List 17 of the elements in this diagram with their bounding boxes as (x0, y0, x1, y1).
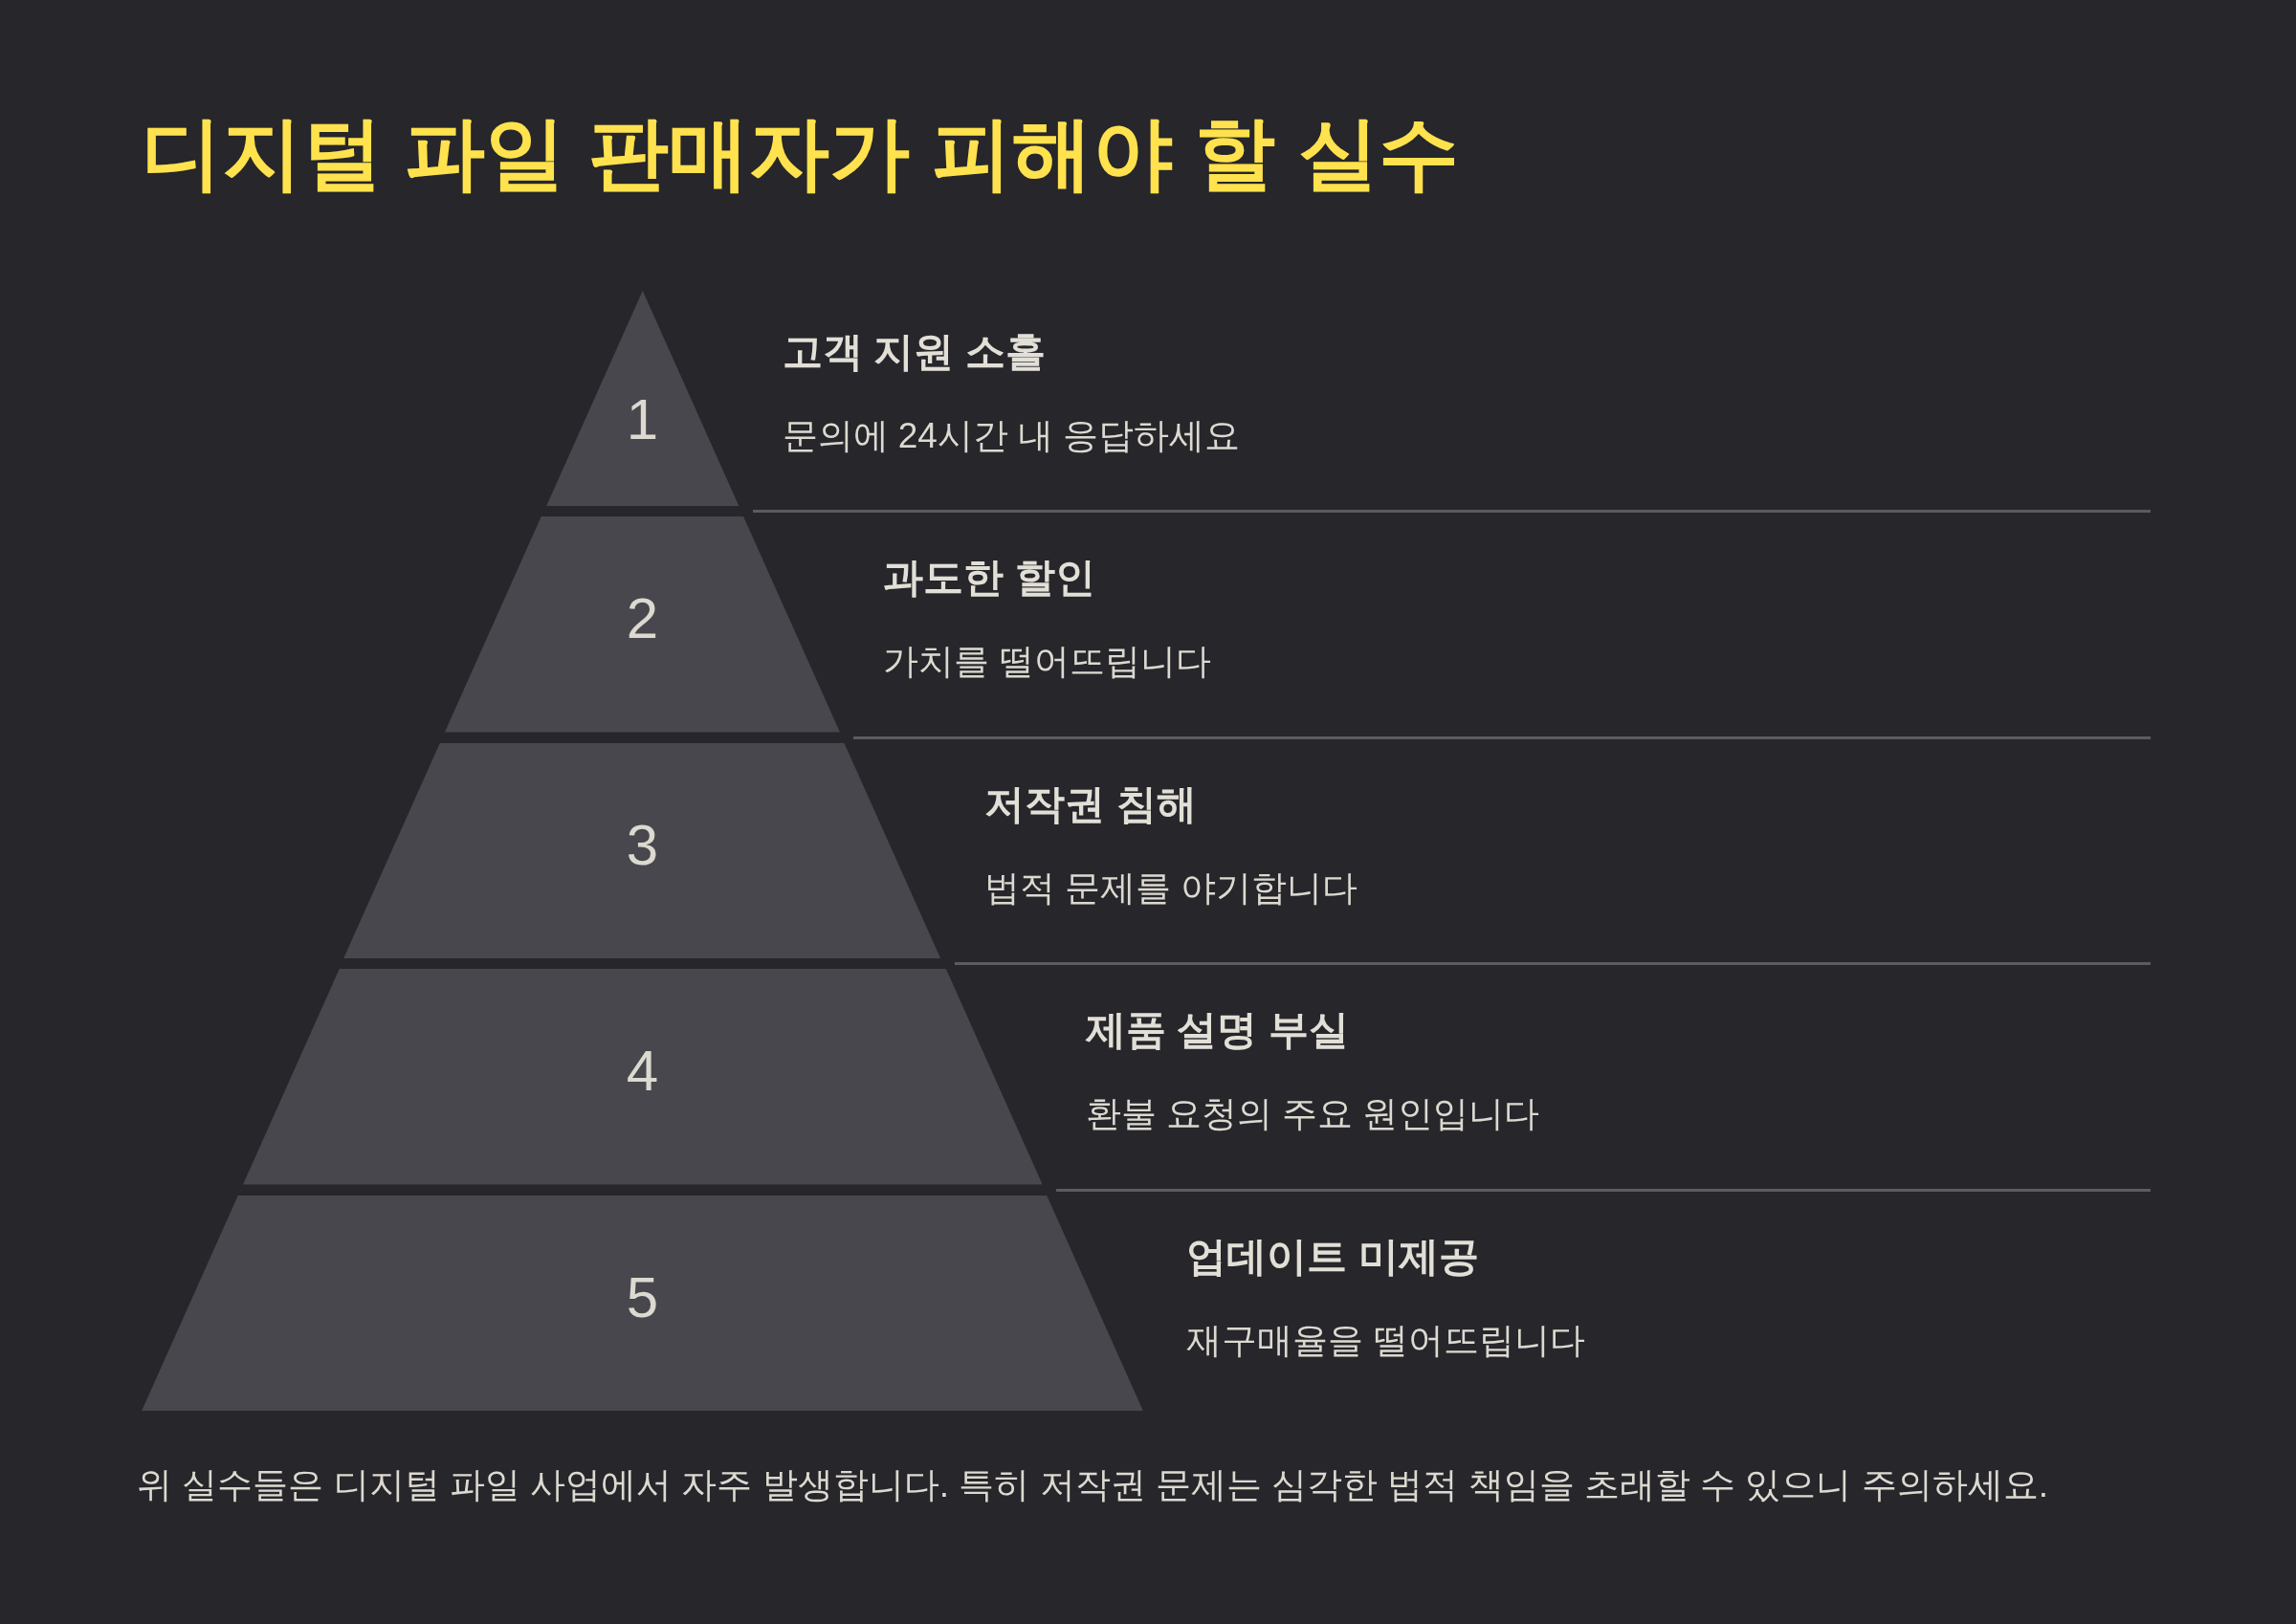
tier-description: 문의에 24시간 내 응답하세요 (782, 417, 1241, 453)
tier-description: 재구매율을 떨어뜨립니다 (1186, 1322, 1586, 1358)
tier-description: 가치를 떨어뜨립니다 (883, 643, 1212, 679)
title: 디지털 파일 판매자가 피해야 할 실수 (142, 113, 1459, 193)
tier-description: 법적 문제를 야기합니다 (983, 869, 1358, 906)
tier-number: 5 (626, 1268, 659, 1327)
tier-number: 1 (626, 391, 659, 449)
tier-heading: 과도한 할인 (883, 558, 1095, 599)
tier-number: 3 (626, 816, 659, 874)
tier-number: 2 (626, 590, 659, 648)
tier-heading: 저작권 침해 (983, 783, 1197, 824)
tier-description: 환불 요청의 주요 원인입니다 (1085, 1095, 1540, 1131)
caption: 위 실수들은 디지털 파일 사업에서 자주 발생합니다. 특히 저작권 문제는 심각한 법적 책임을 초래할 수 있으니 주의하세요. (137, 1466, 2049, 1503)
tier-heading: 업데이트 미제공 (1186, 1236, 1479, 1277)
tier-number: 4 (626, 1042, 659, 1101)
tier-heading: 제품 설명 부실 (1085, 1010, 1349, 1051)
tier-heading: 고객 지원 소홀 (782, 332, 1046, 372)
